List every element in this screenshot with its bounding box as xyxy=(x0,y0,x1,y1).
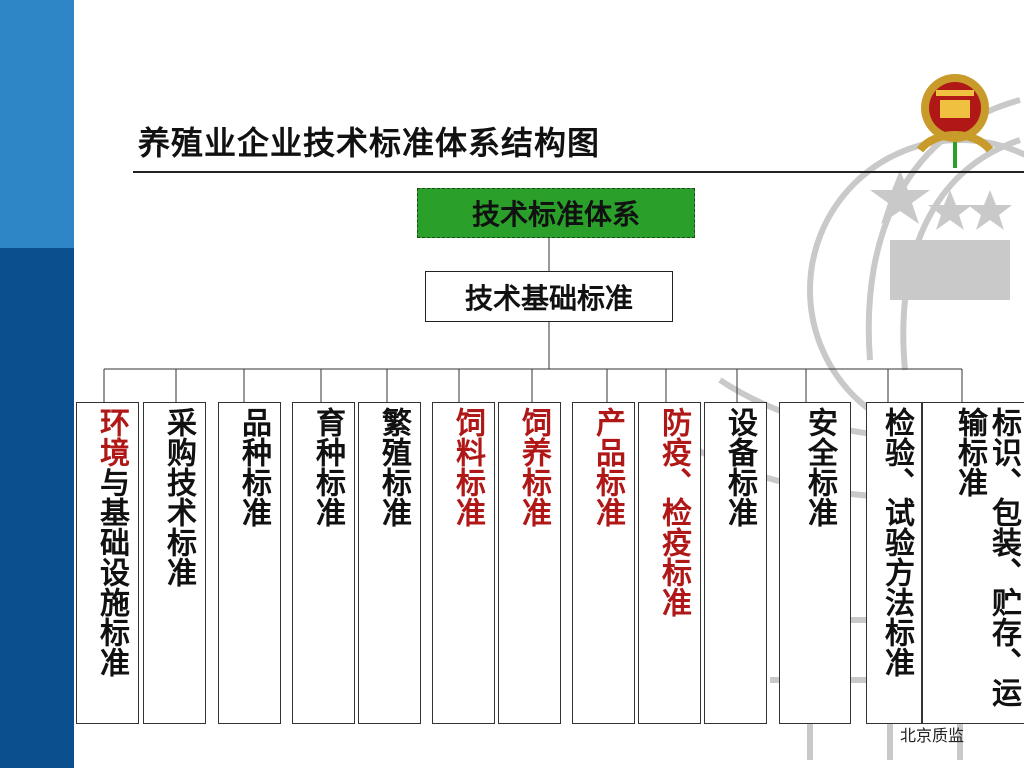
footer-source: 北京质监 xyxy=(900,726,965,745)
node-rearing: 饲养标准 xyxy=(498,402,561,724)
node-label: 检验、试验方法标准 xyxy=(879,407,914,677)
node-safety: 安全标准 xyxy=(779,402,851,724)
node-label: 饲养标准 xyxy=(516,407,551,527)
node-inspection-test-methods: 检验、试验方法标准 xyxy=(866,402,922,724)
left-band-dark xyxy=(0,248,74,768)
left-band-light xyxy=(0,0,74,248)
node-label: 品种标准 xyxy=(236,407,271,527)
node-label: 标识、包装、贮存、运输标准 xyxy=(952,407,1021,707)
node-label: 产品标准 xyxy=(590,407,625,527)
node-equipment: 设备标准 xyxy=(704,402,767,724)
node-label: 安全标准 xyxy=(802,407,837,527)
node-labeling-packaging-storage-transport: 标识、包装、贮存、运输标准 xyxy=(922,402,1024,724)
node-label: 育种标准 xyxy=(310,407,345,527)
node-label: 采购技术标准 xyxy=(161,407,196,587)
node-label: 设备标准 xyxy=(722,407,757,527)
node-environment-infrastructure: 环境与基础设施标准 xyxy=(76,402,139,724)
node-basic-technical-standards: 技术基础标准 xyxy=(425,271,673,322)
node-breeding: 育种标准 xyxy=(292,402,355,724)
node-epidemic-quarantine: 防疫、检疫标准 xyxy=(638,402,701,724)
node-label: 繁殖标准 xyxy=(376,407,411,527)
node-feed: 饲料标准 xyxy=(432,402,495,724)
node-reproduction: 繁殖标准 xyxy=(358,402,421,724)
page-title: 养殖业企业技术标准体系结构图 xyxy=(138,124,601,162)
title-divider xyxy=(133,171,1024,173)
node-product: 产品标准 xyxy=(572,402,635,724)
node-procurement: 采购技术标准 xyxy=(143,402,206,724)
node-breed: 品种标准 xyxy=(218,402,281,724)
root-node-technical-standards: 技术标准体系 xyxy=(417,188,695,238)
node-label: 防疫、检疫标准 xyxy=(656,407,691,617)
node-label: 环境与基础设施标准 xyxy=(94,407,129,677)
node-label: 饲料标准 xyxy=(450,407,485,527)
